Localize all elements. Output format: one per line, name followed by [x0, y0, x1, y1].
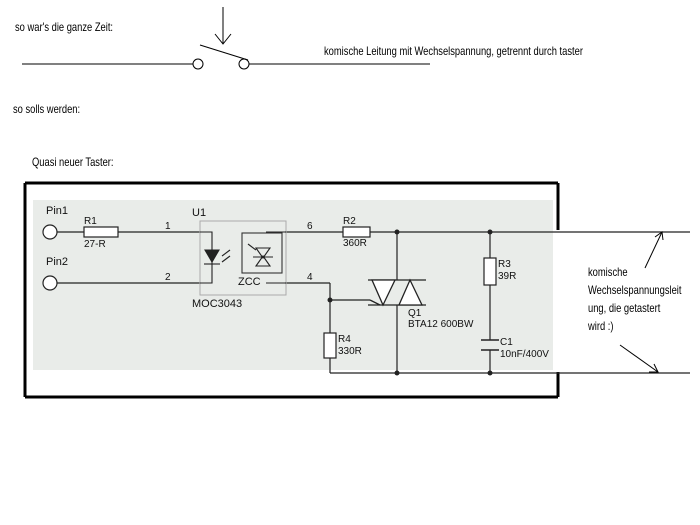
press-arrow-head	[214, 33, 232, 45]
arrow-down-line	[619, 344, 659, 373]
circuit-wiring	[57, 231, 690, 374]
r4-label: R4	[338, 334, 351, 345]
c1-capacitor	[481, 339, 499, 351]
u1-part: MOC3043	[192, 298, 242, 310]
r3-label: R3	[498, 259, 511, 270]
pin1-terminal	[42, 224, 58, 240]
led-icon	[200, 231, 231, 284]
note-line-label-2: Wechselspannungsleit	[588, 283, 682, 297]
note-line-label-3: ung, die getastert	[588, 301, 661, 315]
arrow-up-head	[654, 231, 664, 241]
u1-pin6: 6	[307, 221, 313, 232]
pin2-label: Pin2	[46, 256, 68, 268]
note-after: so solls werden:	[13, 102, 81, 116]
line-arrows	[619, 231, 664, 373]
r1-label: R1	[84, 216, 97, 227]
note-before: so war's die ganze Zeit:	[15, 20, 114, 34]
q1-label: Q1	[408, 308, 422, 319]
pin2-terminal	[42, 275, 58, 291]
c1-label: C1	[500, 337, 513, 348]
schematic-panel	[33, 200, 553, 370]
arrow-up-line	[644, 231, 663, 269]
note-new-button: Quasi neuer Taster:	[32, 155, 114, 169]
r1-resistor	[83, 226, 119, 238]
outer-box	[23, 181, 560, 399]
r2-resistor	[342, 226, 371, 238]
junction-dots	[327, 229, 493, 376]
r1-value: 27-R	[84, 239, 106, 250]
switch-contact-left	[192, 58, 204, 70]
r3-resistor	[483, 257, 497, 286]
r4-value: 330R	[338, 346, 362, 357]
note-line-label: komische Wechselspannungsleit ung, die g…	[588, 265, 700, 333]
note-line-label-4: wird :)	[588, 319, 614, 333]
u1-pin2: 2	[165, 272, 171, 283]
r2-label: R2	[343, 216, 356, 227]
note-line-label-1: komische	[588, 265, 628, 279]
r2-value: 360R	[343, 238, 367, 249]
switch-contact-right	[238, 58, 250, 70]
q1-triac-icon	[368, 278, 426, 307]
pin1-label: Pin1	[46, 205, 68, 217]
u1-label: U1	[192, 207, 206, 219]
note-old-line: komische Leitung mit Wechselspannung, ge…	[324, 44, 583, 58]
zcc-label: ZCC	[238, 276, 261, 288]
triac-driver-icon	[241, 231, 286, 284]
c1-value: 10nF/400V	[500, 349, 549, 360]
arrow-down-head	[649, 363, 659, 373]
r4-resistor	[323, 332, 337, 359]
switch-lever	[199, 44, 249, 61]
u1-pin1: 1	[165, 221, 171, 232]
u1-pin4: 4	[307, 272, 313, 283]
old-switch-sketch	[22, 7, 430, 70]
r3-value: 39R	[498, 271, 516, 282]
u1-optocoupler: U1 1 2 6 4 ZCC MOC3043	[165, 207, 313, 310]
q1-part: BTA12 600BW	[408, 319, 474, 330]
